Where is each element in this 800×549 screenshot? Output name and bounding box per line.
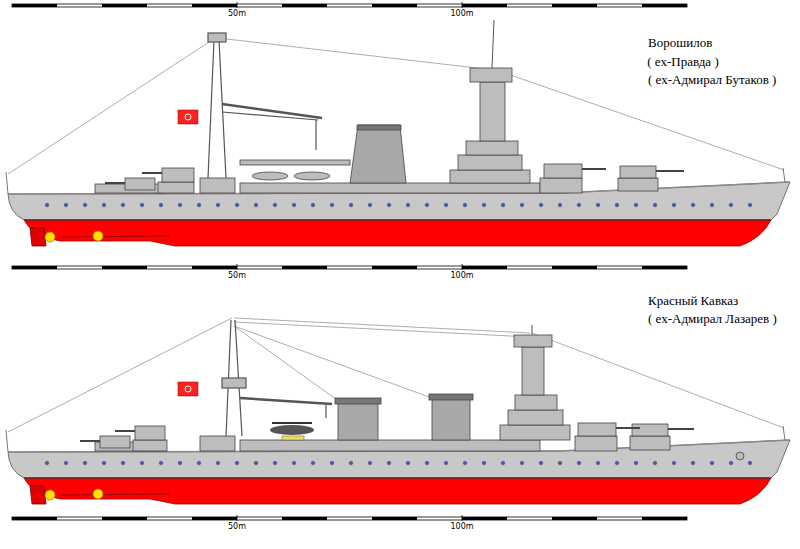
seaplane bbox=[270, 423, 314, 440]
ship-name: ( ех-Правда ) bbox=[647, 55, 718, 70]
anchor bbox=[736, 452, 744, 460]
ship-profile bbox=[6, 20, 790, 246]
ship-profile bbox=[6, 318, 790, 504]
flag-emblem bbox=[185, 114, 191, 120]
hull bbox=[6, 426, 790, 504]
superstructure bbox=[95, 335, 670, 451]
scale-label: 100m bbox=[450, 271, 473, 280]
scale-label: 50m bbox=[228, 271, 246, 280]
mainmast bbox=[208, 20, 494, 178]
scale-label: 100m bbox=[450, 9, 473, 18]
ship-name: Ворошилов bbox=[648, 36, 712, 51]
gun-barrels bbox=[80, 428, 694, 441]
scale-bar bbox=[12, 515, 687, 521]
naval-flag bbox=[178, 382, 198, 396]
scale-label: 100m bbox=[450, 522, 473, 531]
scale-label: 50m bbox=[228, 522, 246, 531]
naval-flag bbox=[178, 110, 198, 124]
gun-barrels bbox=[105, 169, 684, 183]
ship-name: ( ех-Адмирал Бутаков ) bbox=[648, 73, 776, 88]
superstructure bbox=[95, 68, 658, 193]
scale-bar bbox=[12, 2, 687, 8]
ship-name: ( ех-Адмирал Лазарев ) bbox=[648, 312, 777, 327]
scale-label: 50m bbox=[228, 9, 246, 18]
rigging bbox=[8, 318, 784, 432]
mainmast bbox=[222, 320, 532, 436]
scale-bar bbox=[12, 264, 687, 270]
ship-name: Красный Кавказ bbox=[648, 294, 738, 309]
flag-emblem bbox=[185, 386, 191, 392]
